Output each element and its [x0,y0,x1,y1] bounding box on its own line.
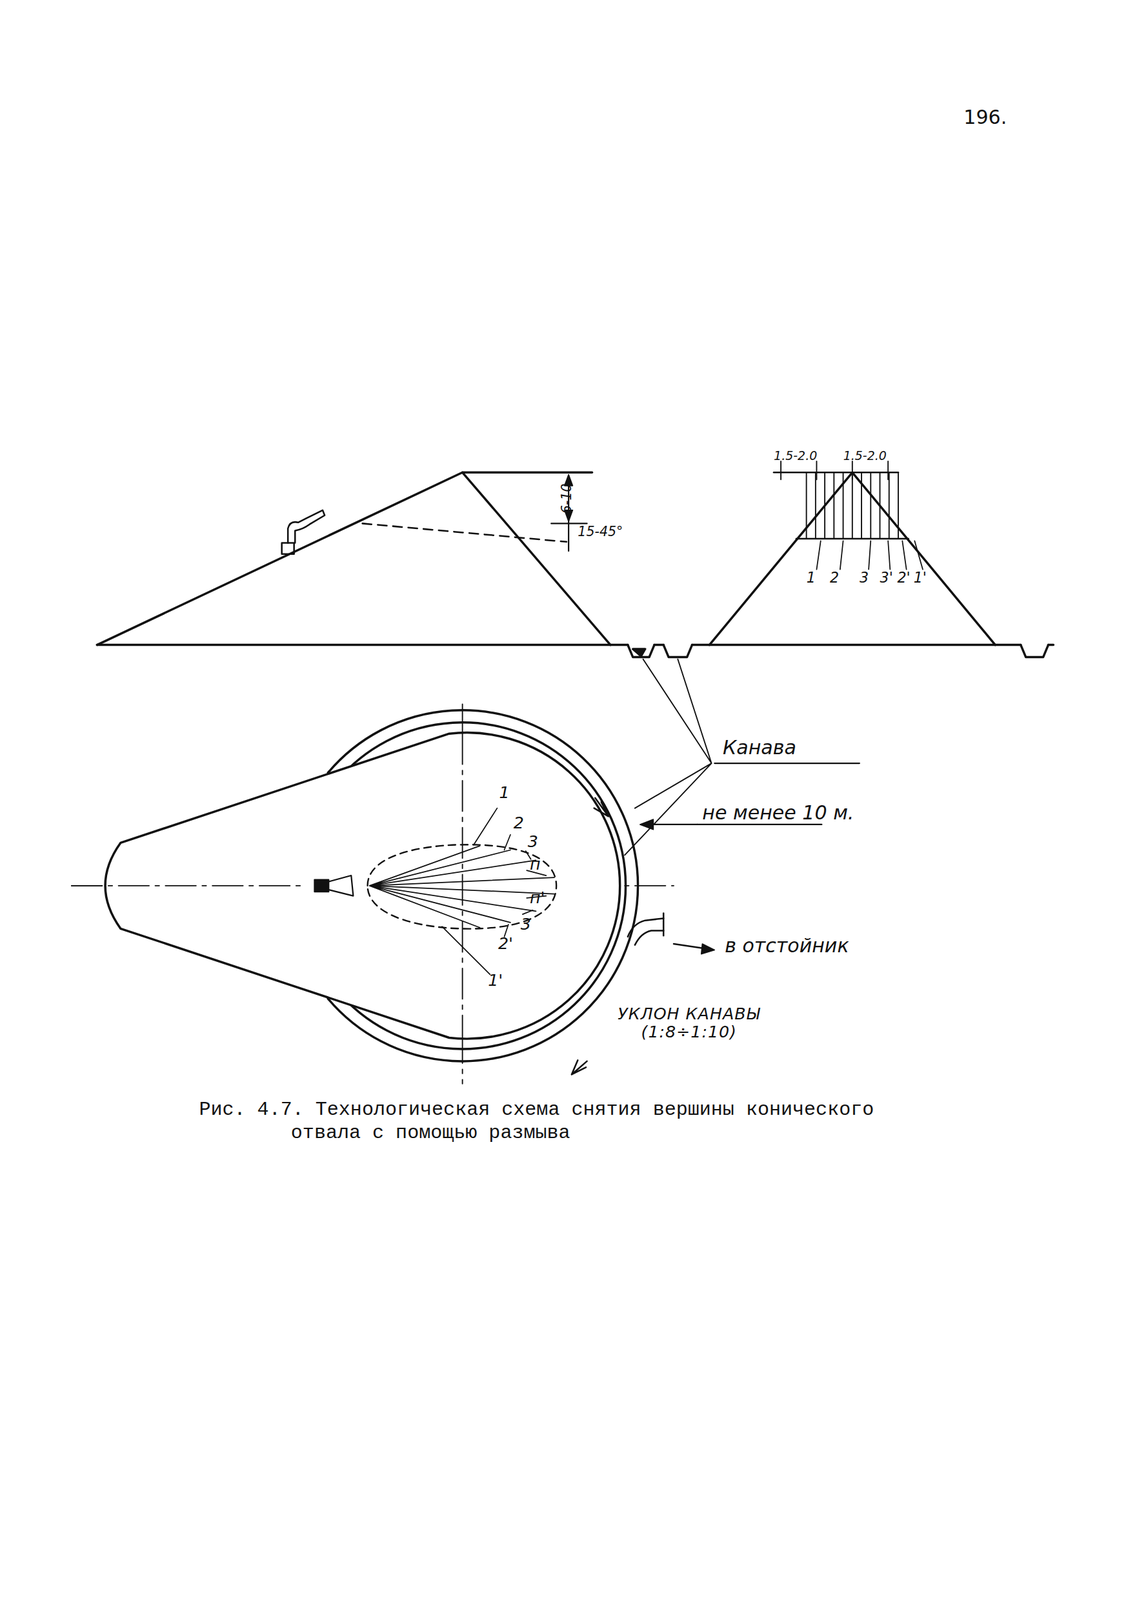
callout-number: 1 [499,784,510,803]
callout-number: 3' [880,569,894,586]
slope-label: УКЛОН КАНАВЫ (1:8÷1:10) [612,1005,766,1042]
callout-number: 3 [520,915,532,934]
callout-number: 1 [806,569,816,586]
dimension-label: 1.5-2.0 [773,449,817,463]
page-number: 196. [963,106,1007,128]
callout-number: 2' [498,935,514,954]
callout-number: 2 [829,569,839,586]
callout-number: 2' [896,569,910,586]
callout-number: 2 [513,814,524,833]
dimension-label: 15-45° [577,524,623,540]
dimension-label: 1.5-2.0 [843,449,887,463]
dimension-label: 6-10 [559,483,575,515]
figure-caption: Рис. 4.7. Технологическая схема снятия в… [198,1098,934,1145]
distance-label: не менее 10 м. [702,802,854,824]
callout-number: п' [529,889,546,908]
outlet-label: в отстойник [724,935,849,957]
ditch-label: Канава [722,736,797,759]
callout-number: 1' [913,569,927,586]
callout-number: п [529,855,541,874]
callout-number: 3 [859,569,869,586]
callout-number: 3 [527,833,539,852]
callout-number: 1' [487,971,503,990]
